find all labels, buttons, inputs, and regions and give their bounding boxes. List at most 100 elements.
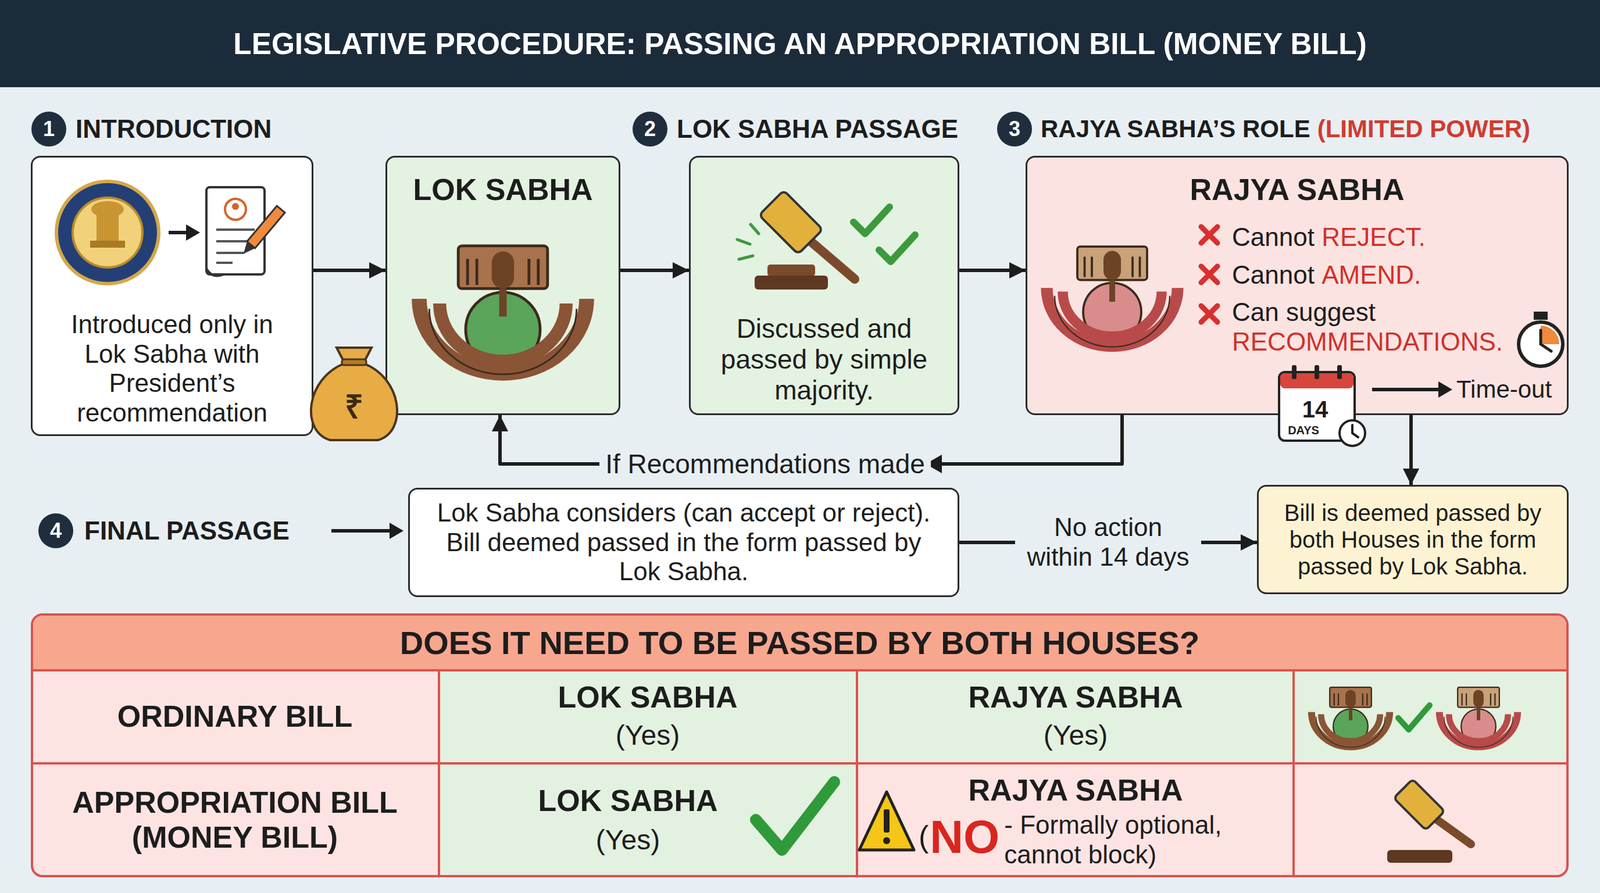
illustration-shape [1533,311,1548,320]
table-row-header: ORDINARY BILL [43,699,427,735]
illustration-shape [96,210,119,241]
box-text: Introduced only in Lok Sabha with Presid… [48,309,296,428]
table-cell: (Yes) [595,823,660,856]
illustration-shape [879,234,916,262]
callout-number: 1 [43,116,55,141]
illustration-shape [206,268,224,276]
calendar-unit: DAYS [1287,423,1320,438]
box-title: RAJYA SABHA [1036,172,1558,208]
illustration-shape [38,513,74,549]
illustration-shape [1311,687,1390,748]
illustration-shape [1201,266,1218,283]
diagram-title: LEGISLATIVE PROCEDURE: PASSING AN APPROP… [0,0,1600,88]
illustration-shape [438,763,857,875]
item-row: CannotREJECT. [1231,222,1535,253]
illustration-shape [311,347,398,441]
illustration-shape [225,198,246,220]
table-cell-emphasis: NO [929,810,1000,864]
illustration-shape [859,791,914,850]
illustration-shape [1279,372,1355,441]
illustration-shape [883,809,890,833]
illustration-shape [239,205,285,257]
illustration-shape [1352,425,1359,438]
illustration-shape [1314,365,1320,380]
illustration-shape [1339,420,1366,446]
illustration-shape [1518,322,1563,367]
illustration-shape [1337,365,1342,380]
illustration-shape-part [239,241,256,257]
callout-number: 4 [50,518,62,543]
callout-number: 2 [644,116,656,141]
illustration-shape [1280,373,1354,389]
table-row-header: APPROPRIATION BILL (MONEY BILL) [43,785,427,856]
illustration-shape [797,230,855,280]
item-emphasis: REJECT. [1321,222,1425,252]
deemed-passed-box: Bill is deemed passed by both Houses in … [1256,484,1569,595]
rupee-symbol: ₹ [344,388,364,426]
illustration-shape [767,264,816,277]
final-passage-box: Lok Sabha considers (can accept or rejec… [408,487,960,598]
illustration-shape [632,111,668,147]
illustration-shape [759,190,824,255]
table-cell: ( [918,819,929,855]
illustration-shape [206,187,265,275]
table-cell: (Yes) [615,719,680,752]
box-text: Bill is deemed passed by both Houses in … [1270,499,1556,580]
section-heading-note: (LIMITED POWER) [1317,115,1531,144]
illustration-shape [1201,226,1218,244]
passage-box: Discussed and passed by simple majority. [688,155,960,416]
illustration-shape [1393,779,1445,831]
illustration-shape [1047,246,1178,348]
illustration-shape [1427,812,1471,845]
illustration-shape [419,245,587,375]
connector-arrow [1409,415,1413,485]
illustration-shape [389,522,404,539]
section-heading: LOK SABHA PASSAGE [676,114,959,145]
connector-arrow [620,268,689,273]
table-cell: (Yes) [1043,719,1108,752]
illustration-shape [331,529,391,533]
illustration-shape [90,240,125,248]
item-text: Can suggest [1231,297,1376,327]
table-cell: RAJYA SABHA [968,680,1184,716]
illustration-shape [1398,705,1430,730]
illustration-shape [754,275,828,290]
table-cell: LOK SABHA [537,783,718,819]
table-cell-note: - Formally optional, cannot block) [1004,810,1289,870]
illustration-shape [1439,687,1518,748]
section-heading: RAJYA SABHA’S ROLE [1040,115,1311,144]
illustration-shape [91,201,124,218]
item-row: CannotAMEND. [1231,260,1535,291]
illustration-shape [168,230,188,235]
item-list: CannotREJECT.CannotAMEND.Can suggestRECO… [1231,222,1535,365]
illustration-shape [755,781,835,850]
illustration-shape [186,224,200,241]
connector-arrow [313,268,386,273]
illustration-shape [853,206,890,234]
illustration-shape [72,197,143,268]
box-text: Lok Sabha considers (can accept or rejec… [423,498,944,587]
box-text: LOK SABHA [396,172,610,208]
table-cell: LOK SABHA [557,680,738,716]
illustration-shape [1540,330,1552,352]
illustration-shape [0,0,1600,88]
illustration-shape [341,359,367,366]
illustration-shape [1201,305,1218,323]
illustration-shape [1372,387,1441,392]
item-text: Cannot [1231,222,1315,252]
intro-box: Introduced only in Lok Sabha with Presid… [30,155,314,437]
illustration-shape [1387,850,1453,863]
section-heading: FINAL PASSAGE [84,516,290,546]
illustration-shape [883,837,891,845]
box-text: DOES IT NEED TO BE PASSED BY BOTH HOUSES… [33,615,1567,671]
section-heading: INTRODUCTION [75,114,272,145]
illustration-shape [997,111,1032,147]
illustration-shape [216,229,255,263]
illustration-shape [33,615,1567,671]
lok-sabha-box: LOK SABHA [385,155,621,416]
illustration-shape [1438,381,1453,398]
timeout-note: Time-out [1456,375,1552,404]
calendar-number: 14 [1302,395,1329,423]
illustration-shape [737,224,759,260]
